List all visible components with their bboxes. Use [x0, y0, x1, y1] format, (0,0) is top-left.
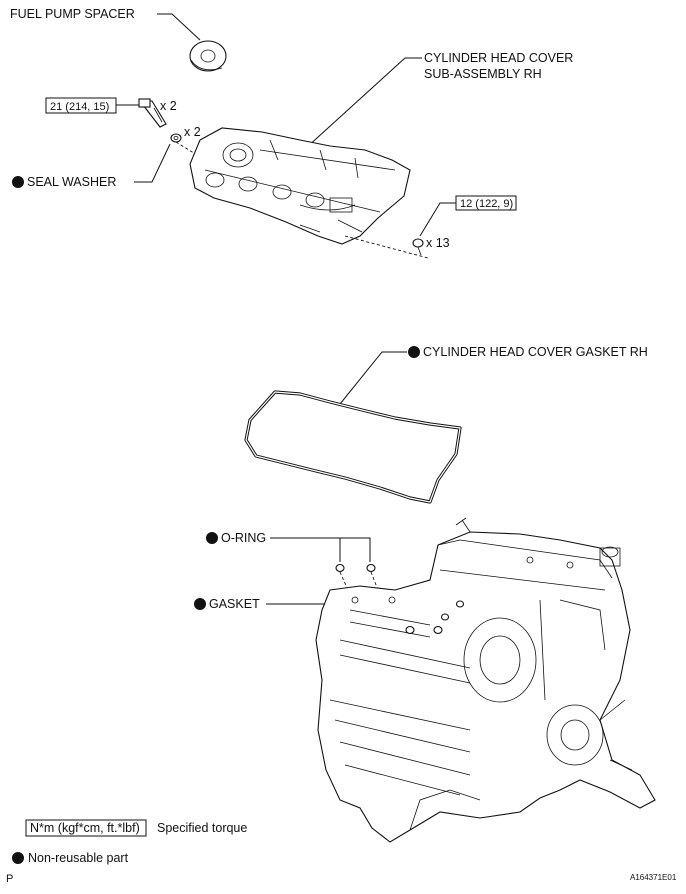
leader-seal-washer [134, 143, 171, 183]
qty-seal-washer: x 2 [184, 125, 201, 139]
assembly-line-bolt [344, 235, 429, 259]
legend-non-reusable-mark [12, 852, 24, 864]
stud-bolt-part [138, 98, 167, 128]
leader-bolt [419, 202, 456, 237]
legend-specified-torque: Specified torque [157, 821, 247, 835]
legend-torque-units: N*m (kgf*cm, ft.*lbf) [30, 821, 140, 835]
non-reusable-mark-gasket [194, 598, 206, 610]
label-o-ring: O-RING [221, 531, 266, 545]
non-reusable-mark-head-cover-gasket [408, 346, 420, 358]
leader-head-cover-gasket [339, 351, 407, 405]
seal-washer-part [170, 133, 182, 143]
corner-mark: P [6, 873, 13, 885]
torque-value-bolt: 12 (122, 9) [460, 198, 513, 210]
legend-torque-box [25, 819, 147, 837]
non-reusable-mark-seal-washer [12, 176, 24, 188]
head-cover-gasket-part [244, 390, 462, 504]
fuel-pump-spacer-part [189, 40, 227, 72]
cover-bolt-part [412, 238, 424, 256]
label-fuel-pump-spacer: FUEL PUMP SPACER [10, 7, 135, 21]
figure-id: A164371E01 [630, 873, 677, 882]
qty-bolt: x 13 [426, 236, 450, 250]
legend-non-reusable-part: Non-reusable part [28, 851, 129, 865]
cylinder-head-cover-part [189, 127, 411, 245]
leader-o-ring-right [270, 537, 371, 562]
label-cylinder-head-cover-gasket: CYLINDER HEAD COVER GASKET RH [423, 345, 648, 359]
torque-value-stud: 21 (214, 15) [50, 101, 109, 113]
o-ring-parts [335, 563, 376, 573]
non-reusable-mark-o-ring [206, 532, 218, 544]
qty-stud: x 2 [160, 99, 177, 113]
leader-cylinder-head-cover [294, 57, 422, 159]
engine-assembly-part [315, 517, 656, 843]
label-cylinder-head-cover-line1: CYLINDER HEAD COVER [424, 51, 573, 65]
leader-fuel-pump-spacer [157, 13, 201, 41]
label-cylinder-head-cover-line2: SUB-ASSEMBLY RH [424, 67, 542, 81]
label-seal-washer: SEAL WASHER [27, 175, 116, 189]
label-gasket: GASKET [209, 597, 260, 611]
